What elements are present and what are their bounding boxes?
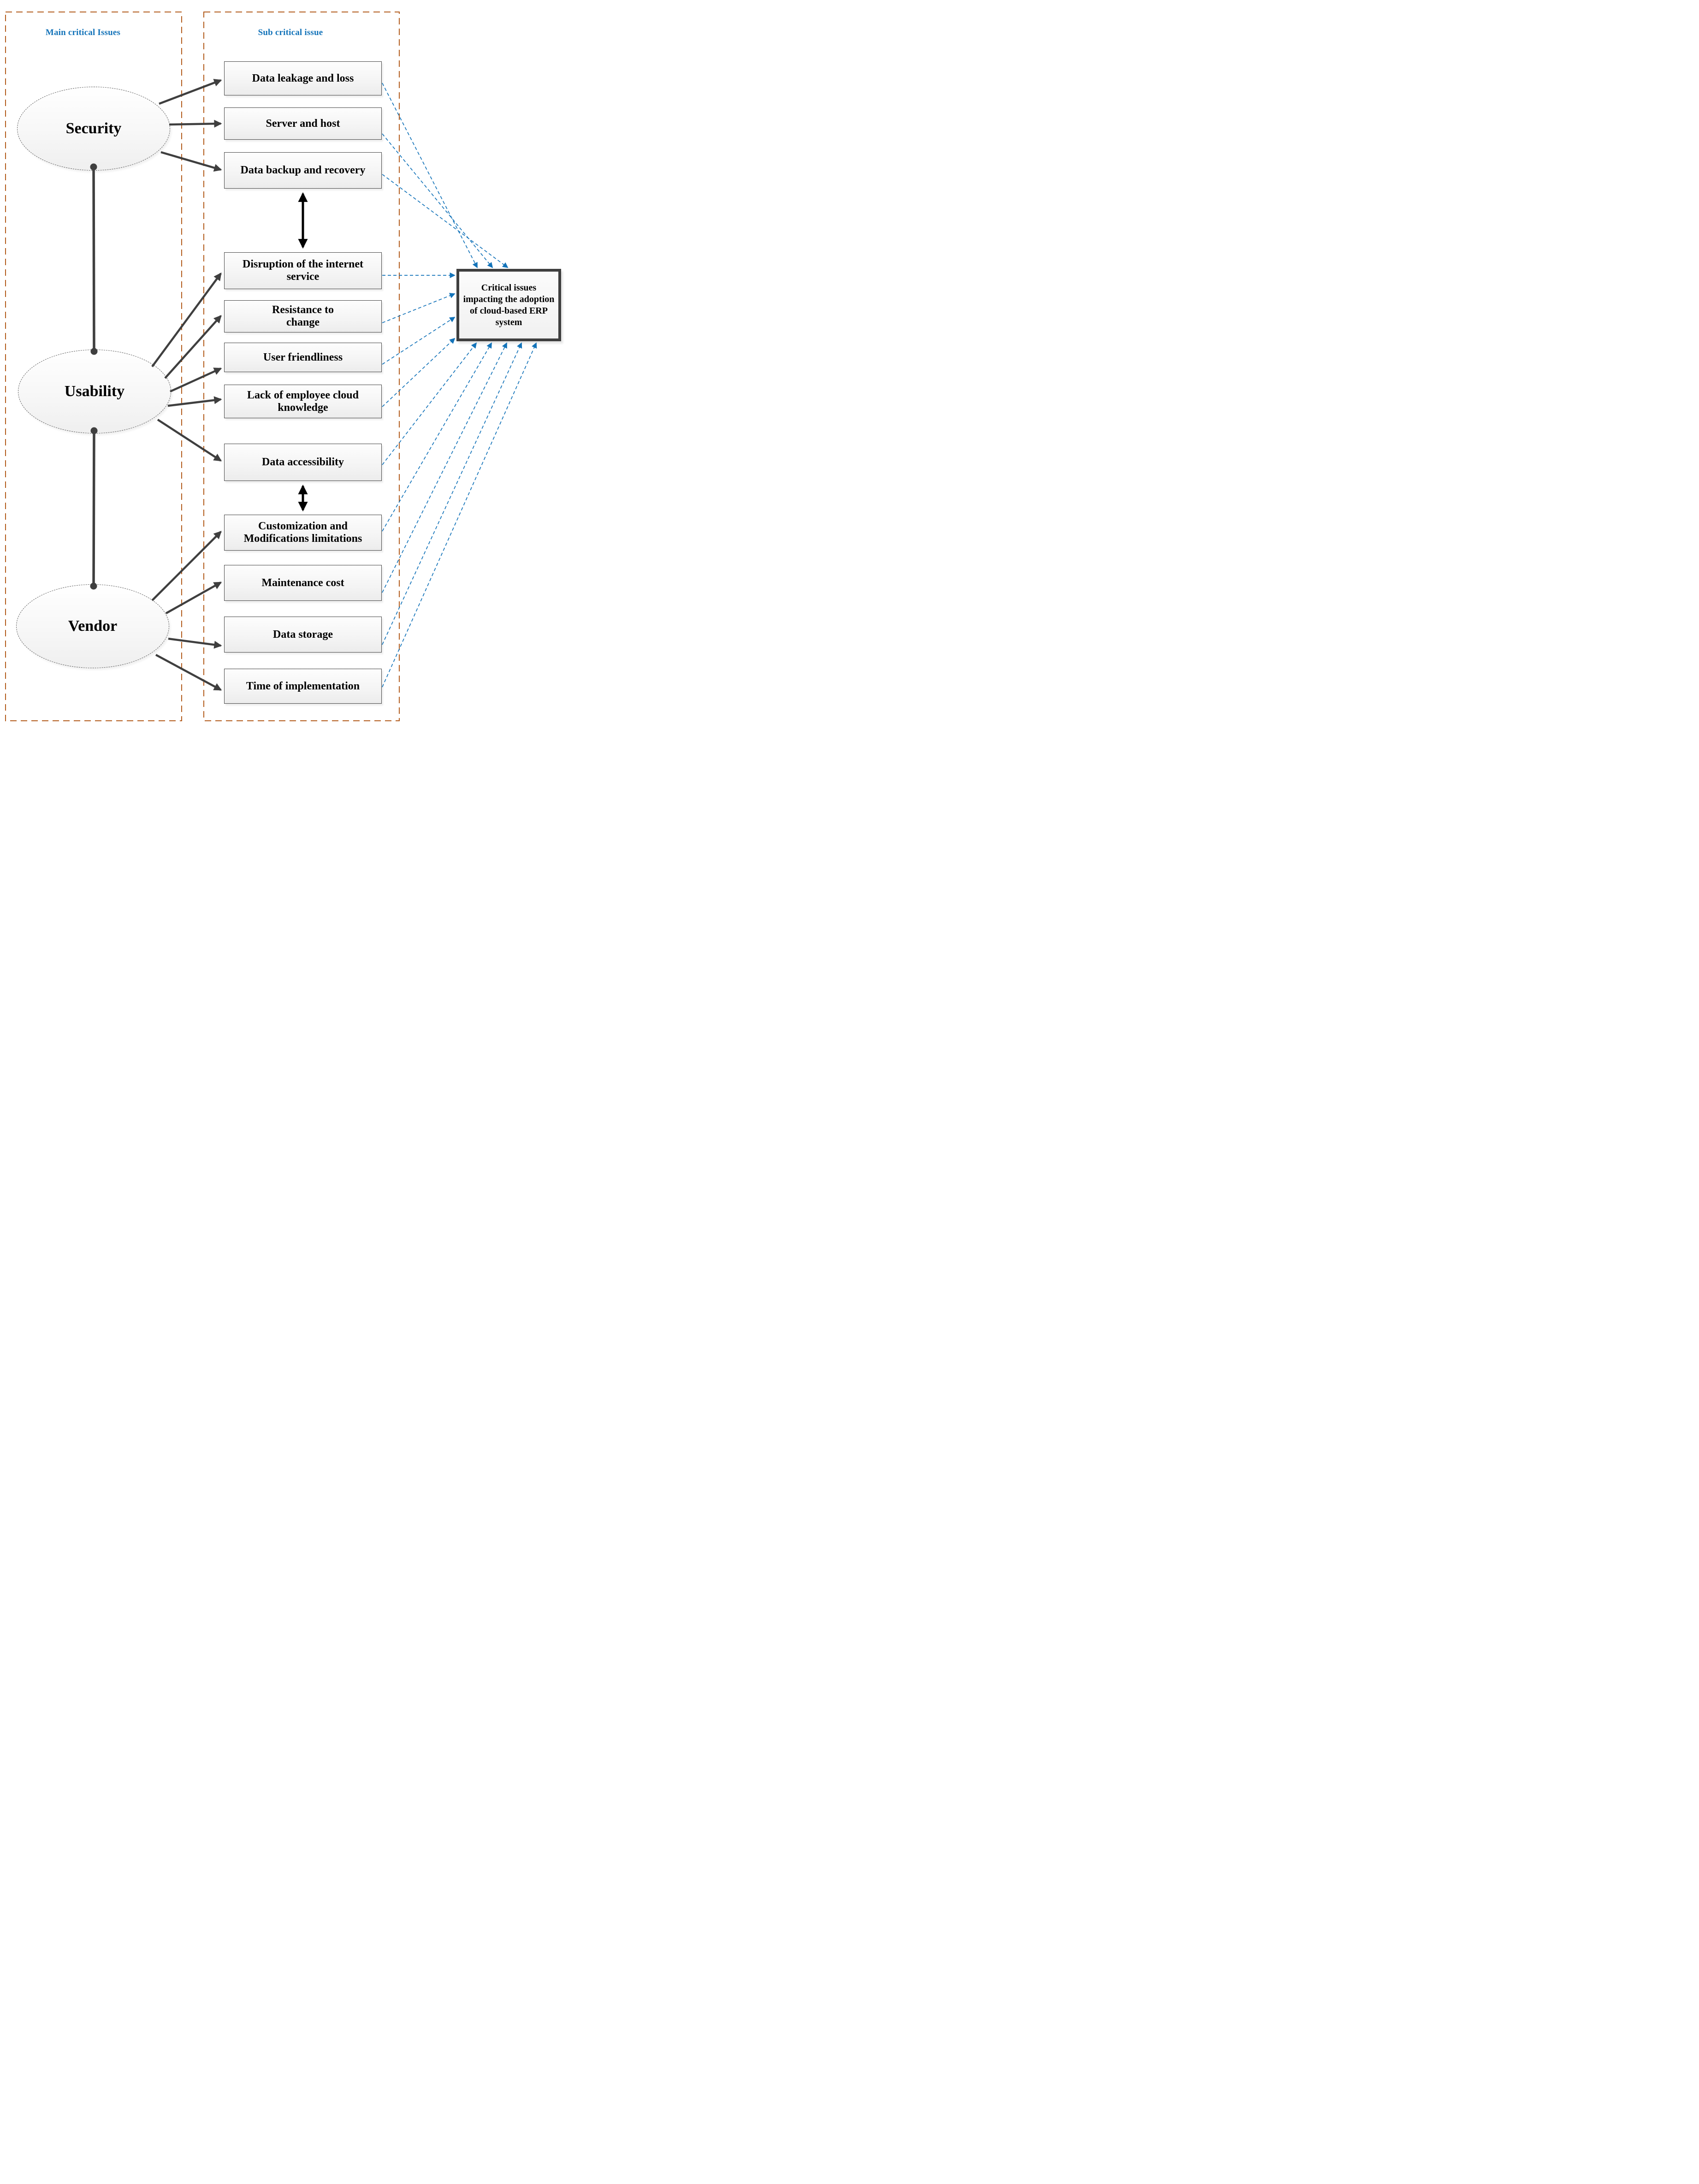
- sub-issue-label: Data leakage and loss: [252, 72, 354, 84]
- sub-issue-box-internet-disruption: Disruption of the internet service: [224, 252, 382, 289]
- sub-issue-label: Lack of employee cloud knowledge: [247, 389, 359, 414]
- sub-issue-label: Time of implementation: [246, 680, 360, 692]
- main-issue-label: Vendor: [68, 617, 118, 635]
- main-issues-title: Main critical Issues: [45, 28, 121, 37]
- sub-issue-box-server-host: Server and host: [224, 107, 382, 140]
- main-issue-label: Security: [65, 120, 122, 137]
- sub-issue-box-data-storage: Data storage: [224, 617, 382, 653]
- sub-issue-label: Data storage: [273, 628, 333, 641]
- arrow-usability-cloud-knowledge: [167, 396, 222, 407]
- sub-issue-box-maintenance-cost: Maintenance cost: [224, 565, 382, 601]
- blue-arrow-user-friendliness: [382, 316, 456, 365]
- arrow-usability-resistance-change: [164, 315, 222, 379]
- sub-to-outcome-arrows: [382, 83, 537, 688]
- arrow-vendor-maintenance-cost: [165, 582, 222, 614]
- sub-issue-box-user-friendliness: User friendliness: [224, 343, 382, 372]
- blue-arrow-implementation-time: [382, 342, 537, 688]
- blue-arrow-cloud-knowledge: [382, 338, 456, 407]
- sub-issue-label: Disruption of the internet service: [243, 258, 363, 283]
- sub-issue-box-customization-limits: Customization and Modifications limitati…: [224, 515, 382, 551]
- sub-issue-label: Maintenance cost: [261, 576, 344, 589]
- sub-issues-title: Sub critical issue: [258, 28, 323, 37]
- sub-issue-label: Resistance to change: [272, 304, 334, 328]
- sub-issue-box-backup-recovery: Data backup and recovery: [224, 152, 382, 189]
- sub-issue-box-resistance-change: Resistance to change: [224, 300, 382, 332]
- outcome-box: Critical issues impacting the adoption o…: [456, 269, 561, 341]
- sub-issue-box-data-accessibility: Data accessibility: [224, 444, 382, 481]
- blue-arrow-resistance-change: [382, 293, 456, 323]
- main-issue-ellipse-vendor: Vendor: [16, 584, 169, 668]
- sub-issue-label: Data backup and recovery: [240, 164, 366, 177]
- main-issue-label: Usability: [64, 383, 125, 400]
- sub-issue-label: User friendliness: [263, 351, 343, 363]
- arrow-security-data-leakage: [159, 79, 222, 105]
- sub-issue-box-implementation-time: Time of implementation: [224, 669, 382, 704]
- main-issue-ellipse-security: Security: [17, 87, 170, 171]
- diagram-canvas: Main critical Issues Sub critical issue …: [0, 0, 566, 728]
- arrow-usability-user-friendliness: [170, 367, 222, 393]
- arrow-vendor-data-storage: [168, 637, 222, 649]
- sub-issue-label: Customization and Modifications limitati…: [243, 520, 362, 545]
- blue-arrow-data-accessibility: [382, 342, 477, 465]
- arrow-vendor-implementation-time: [155, 654, 222, 691]
- sub-issue-box-data-leakage: Data leakage and loss: [224, 61, 382, 95]
- arrow-vendor-customization-limits: [151, 531, 222, 601]
- sub-issue-label: Server and host: [266, 117, 340, 130]
- arrow-usability-internet-disruption: [151, 272, 222, 368]
- outcome-label: Critical issues impacting the adoption o…: [463, 282, 555, 327]
- blue-arrow-data-storage: [382, 342, 522, 645]
- sub-issue-box-cloud-knowledge: Lack of employee cloud knowledge: [224, 385, 382, 418]
- arrow-usability-data-accessibility: [157, 419, 222, 462]
- main-issue-link-usability-vendor: [90, 427, 98, 590]
- sub-issue-label: Data accessibility: [262, 456, 344, 469]
- blue-arrow-backup-recovery: [382, 174, 509, 268]
- main-issue-link-security-usability: [90, 163, 98, 355]
- blue-arrow-customization-limits: [382, 342, 492, 532]
- blue-arrow-maintenance-cost: [382, 342, 507, 593]
- main-issue-ellipse-usability: Usability: [18, 350, 171, 433]
- blue-arrow-server-host: [382, 133, 493, 268]
- arrow-security-backup-recovery: [160, 151, 222, 172]
- blue-arrow-data-leakage: [382, 83, 478, 268]
- arrow-security-server-host: [169, 119, 222, 128]
